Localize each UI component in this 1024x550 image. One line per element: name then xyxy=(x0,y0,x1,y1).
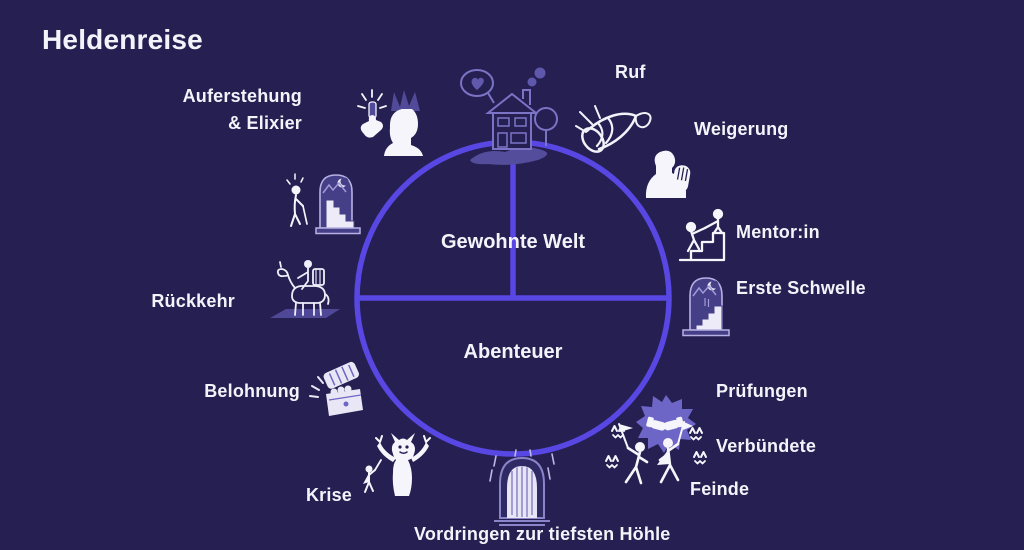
stage-label-rueckkehr: Rückkehr xyxy=(151,291,235,311)
monster-attack-icon xyxy=(363,433,431,496)
stage-label-ruf: Ruf xyxy=(615,62,646,82)
label-abenteuer: Abenteuer xyxy=(463,341,563,363)
stage-label-weigerung: Weigerung xyxy=(694,119,789,139)
stage-label-auferstehung-elixier: Auferstehung & Elixier xyxy=(182,86,302,133)
cave-icon xyxy=(489,449,555,526)
stage-label-belohnung: Belohnung xyxy=(204,381,300,401)
stage-label-feinde: Feinde xyxy=(690,479,750,499)
stage-label-pruefungen: Prüfungen xyxy=(716,381,808,401)
treasure-chest-icon xyxy=(309,361,363,416)
crown-elixir-icon xyxy=(357,89,423,156)
stage-label-erste-schwelle: Erste Schwelle xyxy=(736,278,866,298)
stage-label-vordringen: Vordringen zur tiefsten Höhle xyxy=(414,524,671,544)
label-gewohnte-welt: Gewohnte Welt xyxy=(440,231,586,253)
home-icon xyxy=(460,67,558,165)
mentor-helping-icon xyxy=(678,208,726,262)
camel-rider-icon xyxy=(270,260,340,318)
threshold-door-icon xyxy=(682,277,730,337)
stage-label-verbuendete: Verbündete xyxy=(716,436,817,456)
fighting-figures-icon xyxy=(605,421,707,485)
stage-label-krise: Krise xyxy=(305,485,352,505)
return-threshold-icon xyxy=(286,173,361,235)
praying-person-icon xyxy=(645,150,691,198)
handshake-badge-icon xyxy=(636,395,696,453)
horn-icon xyxy=(575,105,652,153)
page-title: Heldenreise xyxy=(42,24,203,55)
stage-label-mentorin: Mentor:in xyxy=(736,222,820,242)
journey-circle xyxy=(354,139,672,457)
